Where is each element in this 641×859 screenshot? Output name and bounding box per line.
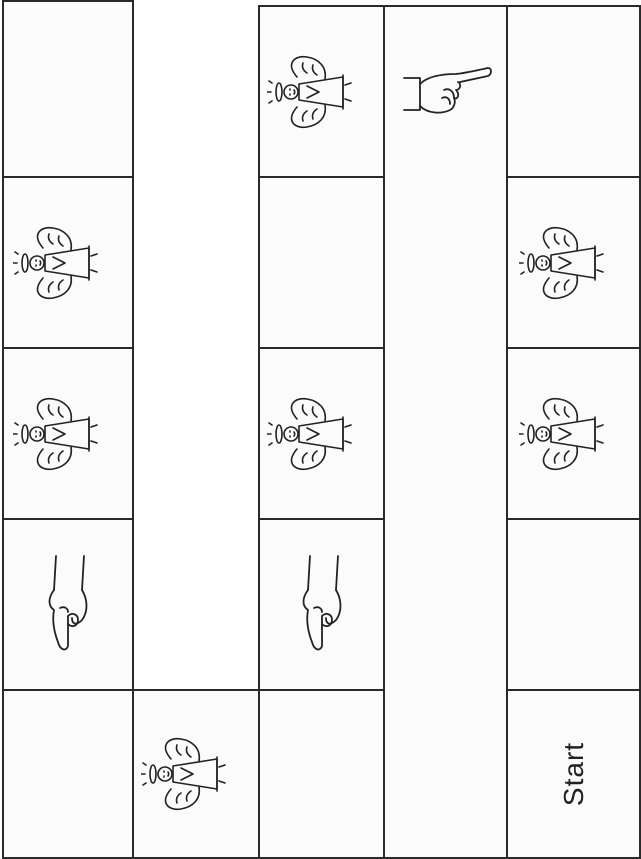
angel-icon-graphic xyxy=(13,391,123,477)
board-cell-start[interactable]: Start xyxy=(506,689,641,859)
angel-icon xyxy=(519,391,629,477)
angel-icon-graphic xyxy=(267,391,377,477)
board-cell-c2-5[interactable] xyxy=(132,689,260,859)
angel-icon xyxy=(13,391,123,477)
board-cell-c3-5[interactable] xyxy=(258,689,385,859)
board-cell-c5-3[interactable] xyxy=(506,347,641,520)
angel-icon-graphic xyxy=(519,391,629,477)
board-cell-c5-4[interactable] xyxy=(506,518,641,691)
pointing-hand-right-icon-graphic xyxy=(398,60,494,124)
pointing-hand-down-icon-graphic xyxy=(38,550,98,660)
board-cell-c3-1[interactable] xyxy=(258,5,385,178)
angel-icon xyxy=(519,220,629,306)
board-cell-c5-2[interactable] xyxy=(506,176,641,349)
angel-icon-graphic xyxy=(13,220,123,306)
angel-icon xyxy=(141,731,251,817)
angel-icon-graphic xyxy=(141,731,251,817)
board-cell-c1-1[interactable] xyxy=(2,0,134,178)
angel-icon-graphic xyxy=(267,49,377,135)
pointing-hand-down-icon xyxy=(38,550,98,660)
board-cell-c1-2[interactable] xyxy=(2,176,134,349)
board-track-c4 xyxy=(383,176,508,859)
angel-icon xyxy=(267,49,377,135)
board-cell-c5-1[interactable] xyxy=(506,5,641,178)
angel-icon xyxy=(13,220,123,306)
angel-icon xyxy=(267,391,377,477)
board-cell-c3-4[interactable] xyxy=(258,518,385,691)
board-cell-c3-2[interactable] xyxy=(258,176,385,349)
board-cell-c1-3[interactable] xyxy=(2,347,134,520)
pointing-hand-down-icon-graphic xyxy=(292,550,352,660)
angel-icon-graphic xyxy=(519,220,629,306)
board-cell-c1-4[interactable] xyxy=(2,518,134,691)
pointing-hand-down-icon xyxy=(292,550,352,660)
start-label: Start xyxy=(558,742,590,806)
board-cell-c3-3[interactable] xyxy=(258,347,385,520)
board-cell-c4-1[interactable] xyxy=(383,5,508,178)
board-cell-c1-5[interactable] xyxy=(2,689,134,859)
pointing-hand-right-icon xyxy=(398,60,494,124)
